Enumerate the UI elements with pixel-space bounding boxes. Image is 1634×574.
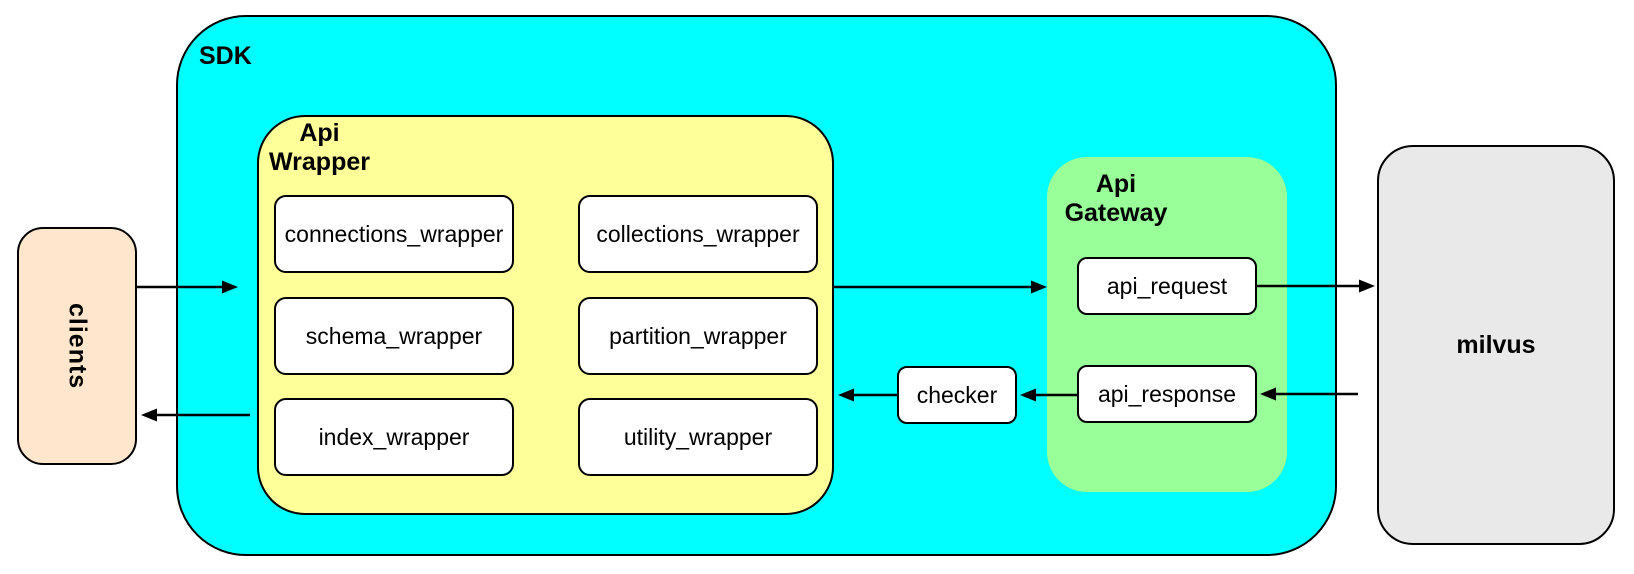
index-wrapper-label: index_wrapper <box>318 423 470 450</box>
schema-wrapper-node: schema_wrapper <box>274 297 514 375</box>
api-response-label: api_response <box>1097 380 1237 407</box>
api-request-node: api_request <box>1077 257 1257 315</box>
api-gateway-label-line1: Api <box>1095 170 1137 198</box>
api-response-node: api_response <box>1077 365 1257 423</box>
sdk-label: SDK <box>199 42 252 70</box>
clients-label: clients <box>63 302 92 390</box>
api-wrapper-label-line2: Wrapper <box>269 148 370 176</box>
connections-wrapper-label: connections_wrapper <box>284 220 504 247</box>
api-gateway-container <box>1047 157 1287 492</box>
api-wrapper-label-line1: Api <box>299 119 340 147</box>
clients-node: clients <box>17 227 137 465</box>
partition-wrapper-label: partition_wrapper <box>609 322 787 349</box>
collections-wrapper-label: collections_wrapper <box>596 220 800 247</box>
collections-wrapper-node: collections_wrapper <box>578 195 818 273</box>
api-gateway-label: Api Gateway <box>1060 170 1172 228</box>
milvus-node: milvus <box>1377 145 1615 545</box>
api-wrapper-label: Api Wrapper <box>262 119 377 177</box>
connections-wrapper-node: connections_wrapper <box>274 195 514 273</box>
utility-wrapper-node: utility_wrapper <box>578 398 818 476</box>
schema-wrapper-label: schema_wrapper <box>305 322 483 349</box>
milvus-label: milvus <box>1456 330 1536 359</box>
api-gateway-label-line2: Gateway <box>1064 199 1168 227</box>
checker-node: checker <box>897 366 1017 424</box>
index-wrapper-node: index_wrapper <box>274 398 514 476</box>
checker-label: checker <box>916 381 998 408</box>
utility-wrapper-label: utility_wrapper <box>623 423 773 450</box>
api-request-label: api_request <box>1106 272 1228 299</box>
partition-wrapper-node: partition_wrapper <box>578 297 818 375</box>
